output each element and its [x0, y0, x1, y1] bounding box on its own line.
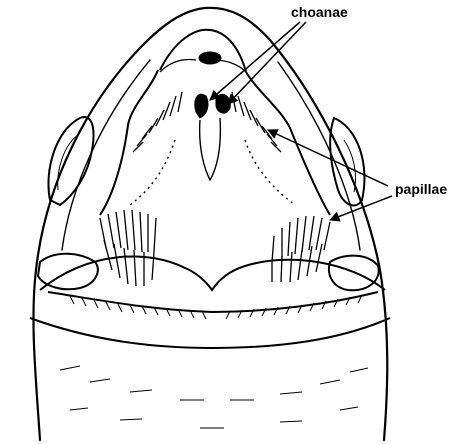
papillae-lower-right: [272, 216, 330, 282]
papillae-upper-right: [232, 92, 281, 152]
choanae-openings: [195, 52, 231, 118]
choanae-pointers: [210, 22, 306, 104]
head-outline: [33, 8, 387, 440]
papillae-lower-left: [100, 210, 156, 286]
papillae-label: papillae: [395, 181, 447, 197]
mouth-fold-hatching: [70, 295, 362, 319]
choanae-label: choanae: [291, 4, 348, 20]
body-shading: [60, 366, 368, 428]
